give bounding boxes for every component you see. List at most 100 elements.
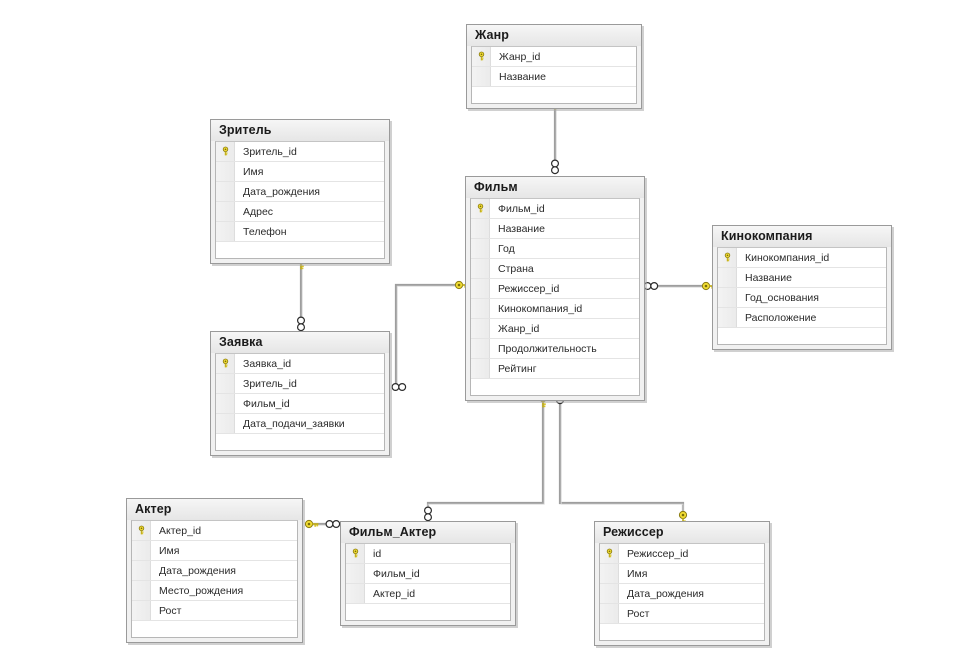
primary-key-gutter [718, 248, 737, 267]
column-row[interactable]: Рост [600, 604, 764, 624]
column-gutter [472, 87, 490, 103]
column-name: Рейтинг [498, 362, 537, 375]
column-row[interactable]: Актер_id [132, 521, 297, 541]
column-gutter [471, 279, 490, 298]
column-name: Рост [159, 604, 182, 617]
empty-row [132, 621, 297, 637]
primary-key-gutter [600, 544, 619, 563]
primary-key-gutter [471, 199, 490, 218]
primary-key-gutter [472, 47, 491, 66]
column-name: Имя [159, 544, 180, 557]
empty-row [216, 242, 384, 258]
column-row[interactable]: Режиссер_id [471, 279, 639, 299]
column-gutter [216, 242, 234, 258]
column-row[interactable]: Название [472, 67, 636, 87]
column-name: Актер_id [373, 587, 416, 600]
column-row[interactable]: Зритель_id [216, 142, 384, 162]
column-gutter [471, 219, 490, 238]
column-row[interactable]: Страна [471, 259, 639, 279]
column-row[interactable]: Кинокомпания_id [471, 299, 639, 319]
column-name: Год_основания [745, 291, 819, 304]
column-row[interactable]: Имя [132, 541, 297, 561]
column-row[interactable]: Фильм_id [216, 394, 384, 414]
column-gutter [471, 259, 490, 278]
primary-key-gutter [346, 544, 365, 563]
column-row[interactable]: Жанр_id [471, 319, 639, 339]
column-name: Рост [627, 607, 650, 620]
column-row[interactable]: Дата_подачи_заявки [216, 414, 384, 434]
column-row[interactable]: Фильм_id [346, 564, 510, 584]
column-row[interactable]: Рост [132, 601, 297, 621]
column-gutter [346, 564, 365, 583]
column-gutter [718, 308, 737, 327]
column-row[interactable]: Телефон [216, 222, 384, 242]
column-name: Место_рождения [159, 584, 244, 597]
column-name: Фильм_id [498, 202, 545, 215]
column-row[interactable]: Жанр_id [472, 47, 636, 67]
marker-filmakter-many-top [424, 506, 432, 522]
marker-akter-one [304, 519, 320, 529]
entity-title-film: Фильм [466, 177, 644, 198]
entity-title-kinokompaniya: Кинокомпания [713, 226, 891, 247]
empty-row [718, 328, 886, 344]
key-icon [478, 51, 484, 61]
column-gutter [472, 67, 491, 86]
column-row[interactable]: Продолжительность [471, 339, 639, 359]
column-name [234, 242, 384, 258]
column-name: Зритель_id [243, 377, 297, 390]
column-name: Имя [243, 165, 264, 178]
column-row[interactable]: Режиссер_id [600, 544, 764, 564]
column-name: Фильм_id [373, 567, 420, 580]
column-gutter [216, 222, 235, 241]
column-row[interactable]: Год [471, 239, 639, 259]
marker-film-many-right [643, 282, 659, 290]
column-row[interactable]: id [346, 544, 510, 564]
column-gutter [132, 581, 151, 600]
column-row[interactable]: Имя [216, 162, 384, 182]
column-row[interactable]: Место_рождения [132, 581, 297, 601]
column-row[interactable]: Дата_рождения [132, 561, 297, 581]
column-row[interactable]: Расположение [718, 308, 886, 328]
column-row[interactable]: Имя [600, 564, 764, 584]
column-row[interactable]: Кинокомпания_id [718, 248, 886, 268]
column-row[interactable]: Актер_id [346, 584, 510, 604]
column-row[interactable]: Название [471, 219, 639, 239]
column-row[interactable]: Адрес [216, 202, 384, 222]
column-gutter [471, 339, 490, 358]
column-gutter [471, 379, 489, 395]
column-row[interactable]: Зритель_id [216, 374, 384, 394]
column-name [490, 87, 636, 103]
column-row[interactable]: Название [718, 268, 886, 288]
column-row[interactable]: Год_основания [718, 288, 886, 308]
column-row[interactable]: Рейтинг [471, 359, 639, 379]
entity-title-zayavka: Заявка [211, 332, 389, 353]
column-gutter [600, 624, 618, 640]
key-icon [352, 548, 358, 558]
column-name: Продолжительность [498, 342, 597, 355]
column-row[interactable]: Дата_рождения [600, 584, 764, 604]
column-row[interactable]: Заявка_id [216, 354, 384, 374]
column-name: Название [745, 271, 792, 284]
column-row[interactable]: Дата_рождения [216, 182, 384, 202]
column-gutter [471, 359, 490, 378]
column-gutter [216, 182, 235, 201]
column-name: Дата_рождения [159, 564, 236, 577]
column-name [489, 379, 639, 395]
column-row[interactable]: Фильм_id [471, 199, 639, 219]
column-name [150, 621, 297, 637]
empty-row [472, 87, 636, 103]
column-name [364, 604, 510, 620]
